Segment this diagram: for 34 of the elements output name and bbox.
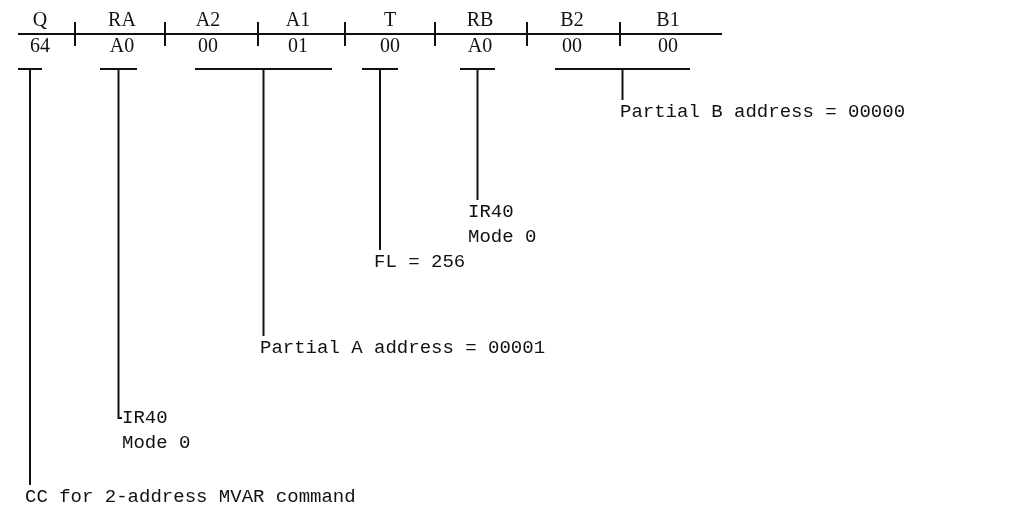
field-value: A0 <box>108 33 136 58</box>
leader-line <box>379 69 381 251</box>
field-name: RA <box>107 7 137 32</box>
leader-line <box>476 69 479 201</box>
field-value: 01 <box>287 33 309 58</box>
leader-line <box>262 69 265 337</box>
annotation-text: IR40 Mode 0 <box>122 406 202 456</box>
field-name: T <box>382 7 398 32</box>
annotation-text: Partial A address = 00001 <box>260 336 546 361</box>
leader-line <box>29 69 31 486</box>
underline-bar <box>195 68 332 70</box>
underline-bar <box>100 68 137 70</box>
leader-line <box>621 69 624 101</box>
annotation-text: CC for 2-address MVAR command <box>25 485 356 510</box>
field-name: B1 <box>655 7 681 32</box>
field-name: A2 <box>194 7 222 32</box>
field-name: Q <box>31 7 49 32</box>
field-value: 00 <box>561 33 583 58</box>
field-value: A0 <box>466 33 494 58</box>
field-name: A1 <box>284 7 312 32</box>
annotation-text: IR40 Mode 0 <box>468 200 548 250</box>
underline-bar <box>555 68 690 70</box>
field-value: 00 <box>197 33 219 58</box>
field-name: B2 <box>559 7 585 32</box>
annotation-text: Partial B address = 00000 <box>620 100 906 125</box>
field-value: 00 <box>379 33 401 58</box>
leader-line <box>117 69 123 419</box>
underline-bar <box>362 68 398 70</box>
annotation-text: FL = 256 <box>374 250 466 275</box>
field-name: RB <box>465 7 495 32</box>
underline-bar <box>460 68 495 70</box>
underline-bar <box>18 68 42 70</box>
field-value: 00 <box>657 33 679 58</box>
field-value: 64 <box>29 33 51 58</box>
